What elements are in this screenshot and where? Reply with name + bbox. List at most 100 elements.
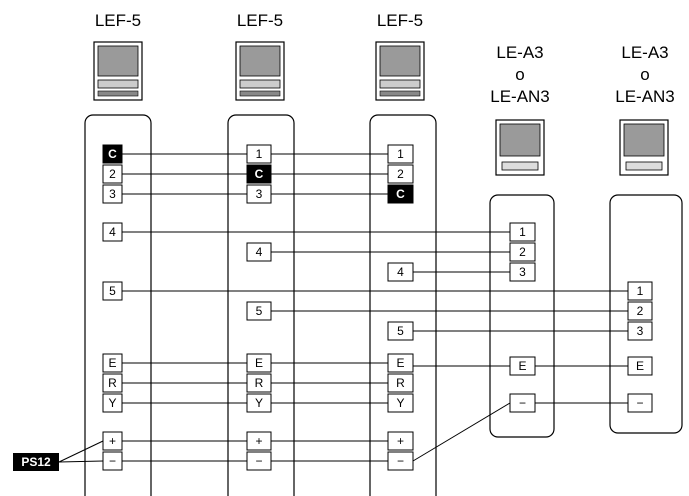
terminal-box-lef2-5: [246, 353, 272, 373]
lef-enclosure-2: [227, 114, 295, 496]
terminal-label-lef1-9: −: [109, 454, 116, 468]
terminal-box-lea2-0: [627, 281, 653, 301]
terminal-label-lef2-6: R: [255, 376, 264, 390]
terminal-box-lef2-1: [246, 164, 272, 184]
lea-enclosure-1: [489, 194, 555, 438]
terminal-box-lef2-8: [246, 431, 272, 451]
terminal-label-lef1-8: +: [109, 434, 116, 448]
terminal-label-lea1-4: −: [519, 396, 526, 410]
terminal-label-lef3-8: +: [397, 434, 404, 448]
terminal-box-lef1-1: [102, 164, 123, 184]
terminal-label-lef1-5: E: [108, 356, 116, 370]
terminal-box-lef1-9: [102, 451, 123, 471]
lea-device-1-icon: [495, 119, 545, 176]
terminal-box-lef1-3: [102, 222, 123, 242]
terminal-label-lef2-5: E: [255, 356, 263, 370]
terminal-box-lea2-3: [627, 356, 653, 376]
terminal-box-lef3-0: [387, 144, 414, 164]
terminal-label-lea2-1: 2: [637, 304, 644, 318]
ps12-label: PS12: [21, 455, 51, 469]
terminal-label-lef2-1: C: [255, 167, 264, 181]
terminal-box-lef1-0: [102, 144, 123, 164]
terminal-label-lea1-3: E: [518, 359, 526, 373]
terminal-box-lef1-2: [102, 184, 123, 204]
unit-title-lef-2: LEF-5: [237, 11, 283, 30]
ps12-label-box: [13, 453, 59, 471]
terminal-label-lef1-1: 2: [109, 167, 116, 181]
terminal-box-lef3-8: [387, 431, 414, 451]
terminal-label-lef1-6: R: [108, 376, 117, 390]
terminal-label-lef3-1: 2: [397, 167, 404, 181]
terminal-box-lef2-2: [246, 184, 272, 204]
terminal-box-lef3-4: [387, 321, 414, 341]
unit-title-lea-1-line-1: LE-A3: [496, 43, 543, 62]
terminal-label-lef3-0: 1: [397, 147, 404, 161]
terminal-box-lea2-2: [627, 321, 653, 341]
terminal-label-lef2-9: −: [255, 454, 262, 468]
terminal-label-lea1-0: 1: [519, 225, 526, 239]
terminal-box-lef1-7: [102, 393, 123, 413]
terminal-label-lef3-2: C: [396, 187, 405, 201]
terminal-box-lea1-3: [509, 356, 536, 376]
terminal-box-lef1-8: [102, 431, 123, 451]
terminal-box-lef3-1: [387, 164, 414, 184]
terminal-box-lef2-3: [246, 242, 272, 262]
unit-title-lea-1-line-2: o: [515, 65, 524, 84]
terminal-label-lef1-7: Y: [108, 396, 116, 410]
unit-title-lea-2-line-3: LE-AN3: [615, 87, 675, 106]
terminal-label-lea1-1: 2: [519, 245, 526, 259]
terminal-box-lea2-4: [627, 393, 653, 413]
terminal-label-lef2-7: Y: [255, 396, 263, 410]
terminal-box-lef2-9: [246, 451, 272, 471]
terminal-box-lef1-6: [102, 373, 123, 393]
terminal-box-lef3-5: [387, 353, 414, 373]
terminal-box-lef2-4: [246, 301, 272, 321]
terminal-box-lef3-7: [387, 393, 414, 413]
terminal-label-lef1-3: 4: [109, 225, 116, 239]
terminal-label-lef3-4: 5: [397, 324, 404, 338]
unit-title-lea-2-line-1: LE-A3: [621, 43, 668, 62]
terminal-block-lea-1: 1 2 3E −: [509, 222, 536, 413]
lea-device-2-icon: [619, 119, 669, 176]
terminal-label-lef3-3: 4: [397, 265, 404, 279]
terminal-box-lea1-0: [509, 222, 536, 242]
terminal-label-lef1-2: 3: [109, 187, 116, 201]
unit-title-lef-3: LEF-5: [377, 11, 423, 30]
lef-device-1-icon: [93, 41, 143, 101]
terminal-label-lef3-5: E: [396, 356, 404, 370]
lea-enclosure-2: [609, 194, 683, 434]
terminal-box-lef2-7: [246, 393, 272, 413]
terminal-box-lef3-3: [387, 262, 414, 282]
terminal-label-lef3-7: Y: [396, 396, 404, 410]
terminal-box-lef3-2: [387, 184, 414, 204]
terminal-label-lef1-0: C: [108, 147, 117, 161]
unit-title-lef-1: LEF-5: [95, 11, 141, 30]
terminal-box-lea1-4: [509, 393, 536, 413]
terminal-label-lef1-4: 5: [109, 284, 116, 298]
terminal-label-lef3-6: R: [396, 376, 405, 390]
terminal-box-lea2-1: [627, 301, 653, 321]
unit-title-lea-1-line-3: LE-AN3: [490, 87, 550, 106]
terminal-label-lea2-3: E: [636, 359, 644, 373]
terminal-label-lea2-0: 1: [637, 284, 644, 298]
terminal-label-lef2-8: +: [255, 434, 262, 448]
unit-title-lea-2-line-2: o: [640, 65, 649, 84]
terminal-label-lef2-4: 5: [256, 304, 263, 318]
terminal-box-lef3-6: [387, 373, 414, 393]
terminal-box-lef2-6: [246, 373, 272, 393]
terminal-label-lef3-9: −: [397, 454, 404, 468]
lef-device-3-icon: [375, 41, 425, 101]
terminal-label-lea1-2: 3: [519, 265, 526, 279]
wiring-lines: [58, 153, 630, 463]
terminal-label-lea2-2: 3: [637, 324, 644, 338]
terminal-label-lea2-4: −: [636, 396, 643, 410]
lef-enclosure-3: [369, 114, 437, 496]
terminal-label-lef2-3: 4: [256, 245, 263, 259]
terminal-box-lef1-4: [102, 281, 123, 301]
lef-enclosure-1: [84, 114, 152, 496]
terminal-label-lef2-0: 1: [256, 147, 263, 161]
